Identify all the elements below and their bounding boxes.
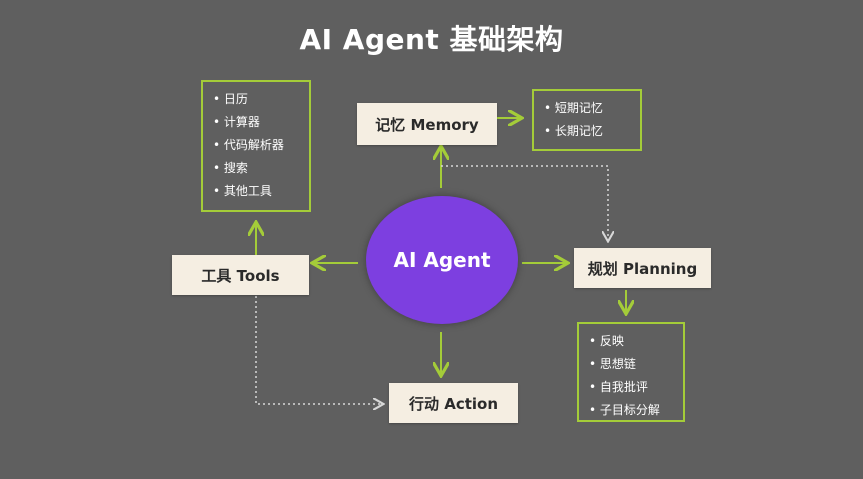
ai-agent-circle: AI Agent bbox=[366, 196, 518, 324]
list-item: 子目标分解 bbox=[589, 399, 673, 422]
planning-list: 反映 思想链 自我批评 子目标分解 bbox=[577, 322, 685, 422]
tools-node: 工具 Tools bbox=[172, 255, 309, 295]
memory-node: 记忆 Memory bbox=[357, 103, 497, 145]
list-item: 思想链 bbox=[589, 353, 673, 376]
list-item: 反映 bbox=[589, 330, 673, 353]
list-item: 短期记忆 bbox=[544, 97, 630, 120]
page-title: AI Agent 基础架构 bbox=[299, 23, 564, 56]
memory-list: 短期记忆 长期记忆 bbox=[532, 89, 642, 151]
list-item: 长期记忆 bbox=[544, 120, 630, 143]
dotted-tools-to-action bbox=[255, 296, 382, 404]
tools-list: 日历 计算器 代码解析器 搜索 其他工具 bbox=[201, 80, 311, 212]
action-node: 行动 Action bbox=[389, 383, 518, 423]
list-item: 计算器 bbox=[213, 111, 299, 134]
list-item: 搜索 bbox=[213, 157, 299, 180]
list-item: 日历 bbox=[213, 88, 299, 111]
planning-node: 规划 Planning bbox=[574, 248, 711, 288]
list-item: 代码解析器 bbox=[213, 134, 299, 157]
list-item: 自我批评 bbox=[589, 376, 673, 399]
dotted-memory-to-planning bbox=[441, 165, 608, 240]
list-item: 其他工具 bbox=[213, 180, 299, 203]
